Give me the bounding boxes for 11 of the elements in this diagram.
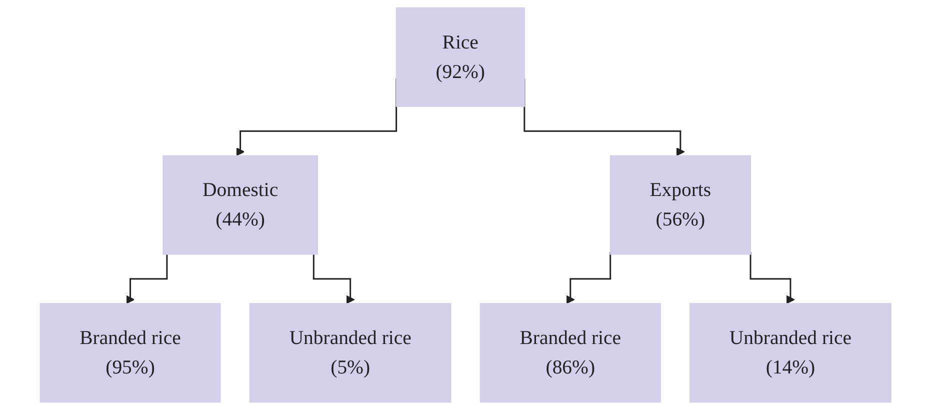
node-box: Exports (56%): [610, 155, 752, 255]
node-box: Domestic (44%): [163, 155, 318, 255]
node-box: Unbranded rice (14%): [690, 303, 892, 403]
node-box: Branded rice (86%): [480, 303, 662, 403]
node-box: Rice (92%): [396, 7, 526, 107]
arrow: [126, 254, 168, 304]
node-box: Branded rice (95%): [40, 303, 222, 403]
arrow: [750, 252, 796, 304]
arrow: [313, 254, 356, 304]
node-box: Unbranded rice (5%): [250, 303, 452, 403]
arrow: [566, 252, 612, 304]
